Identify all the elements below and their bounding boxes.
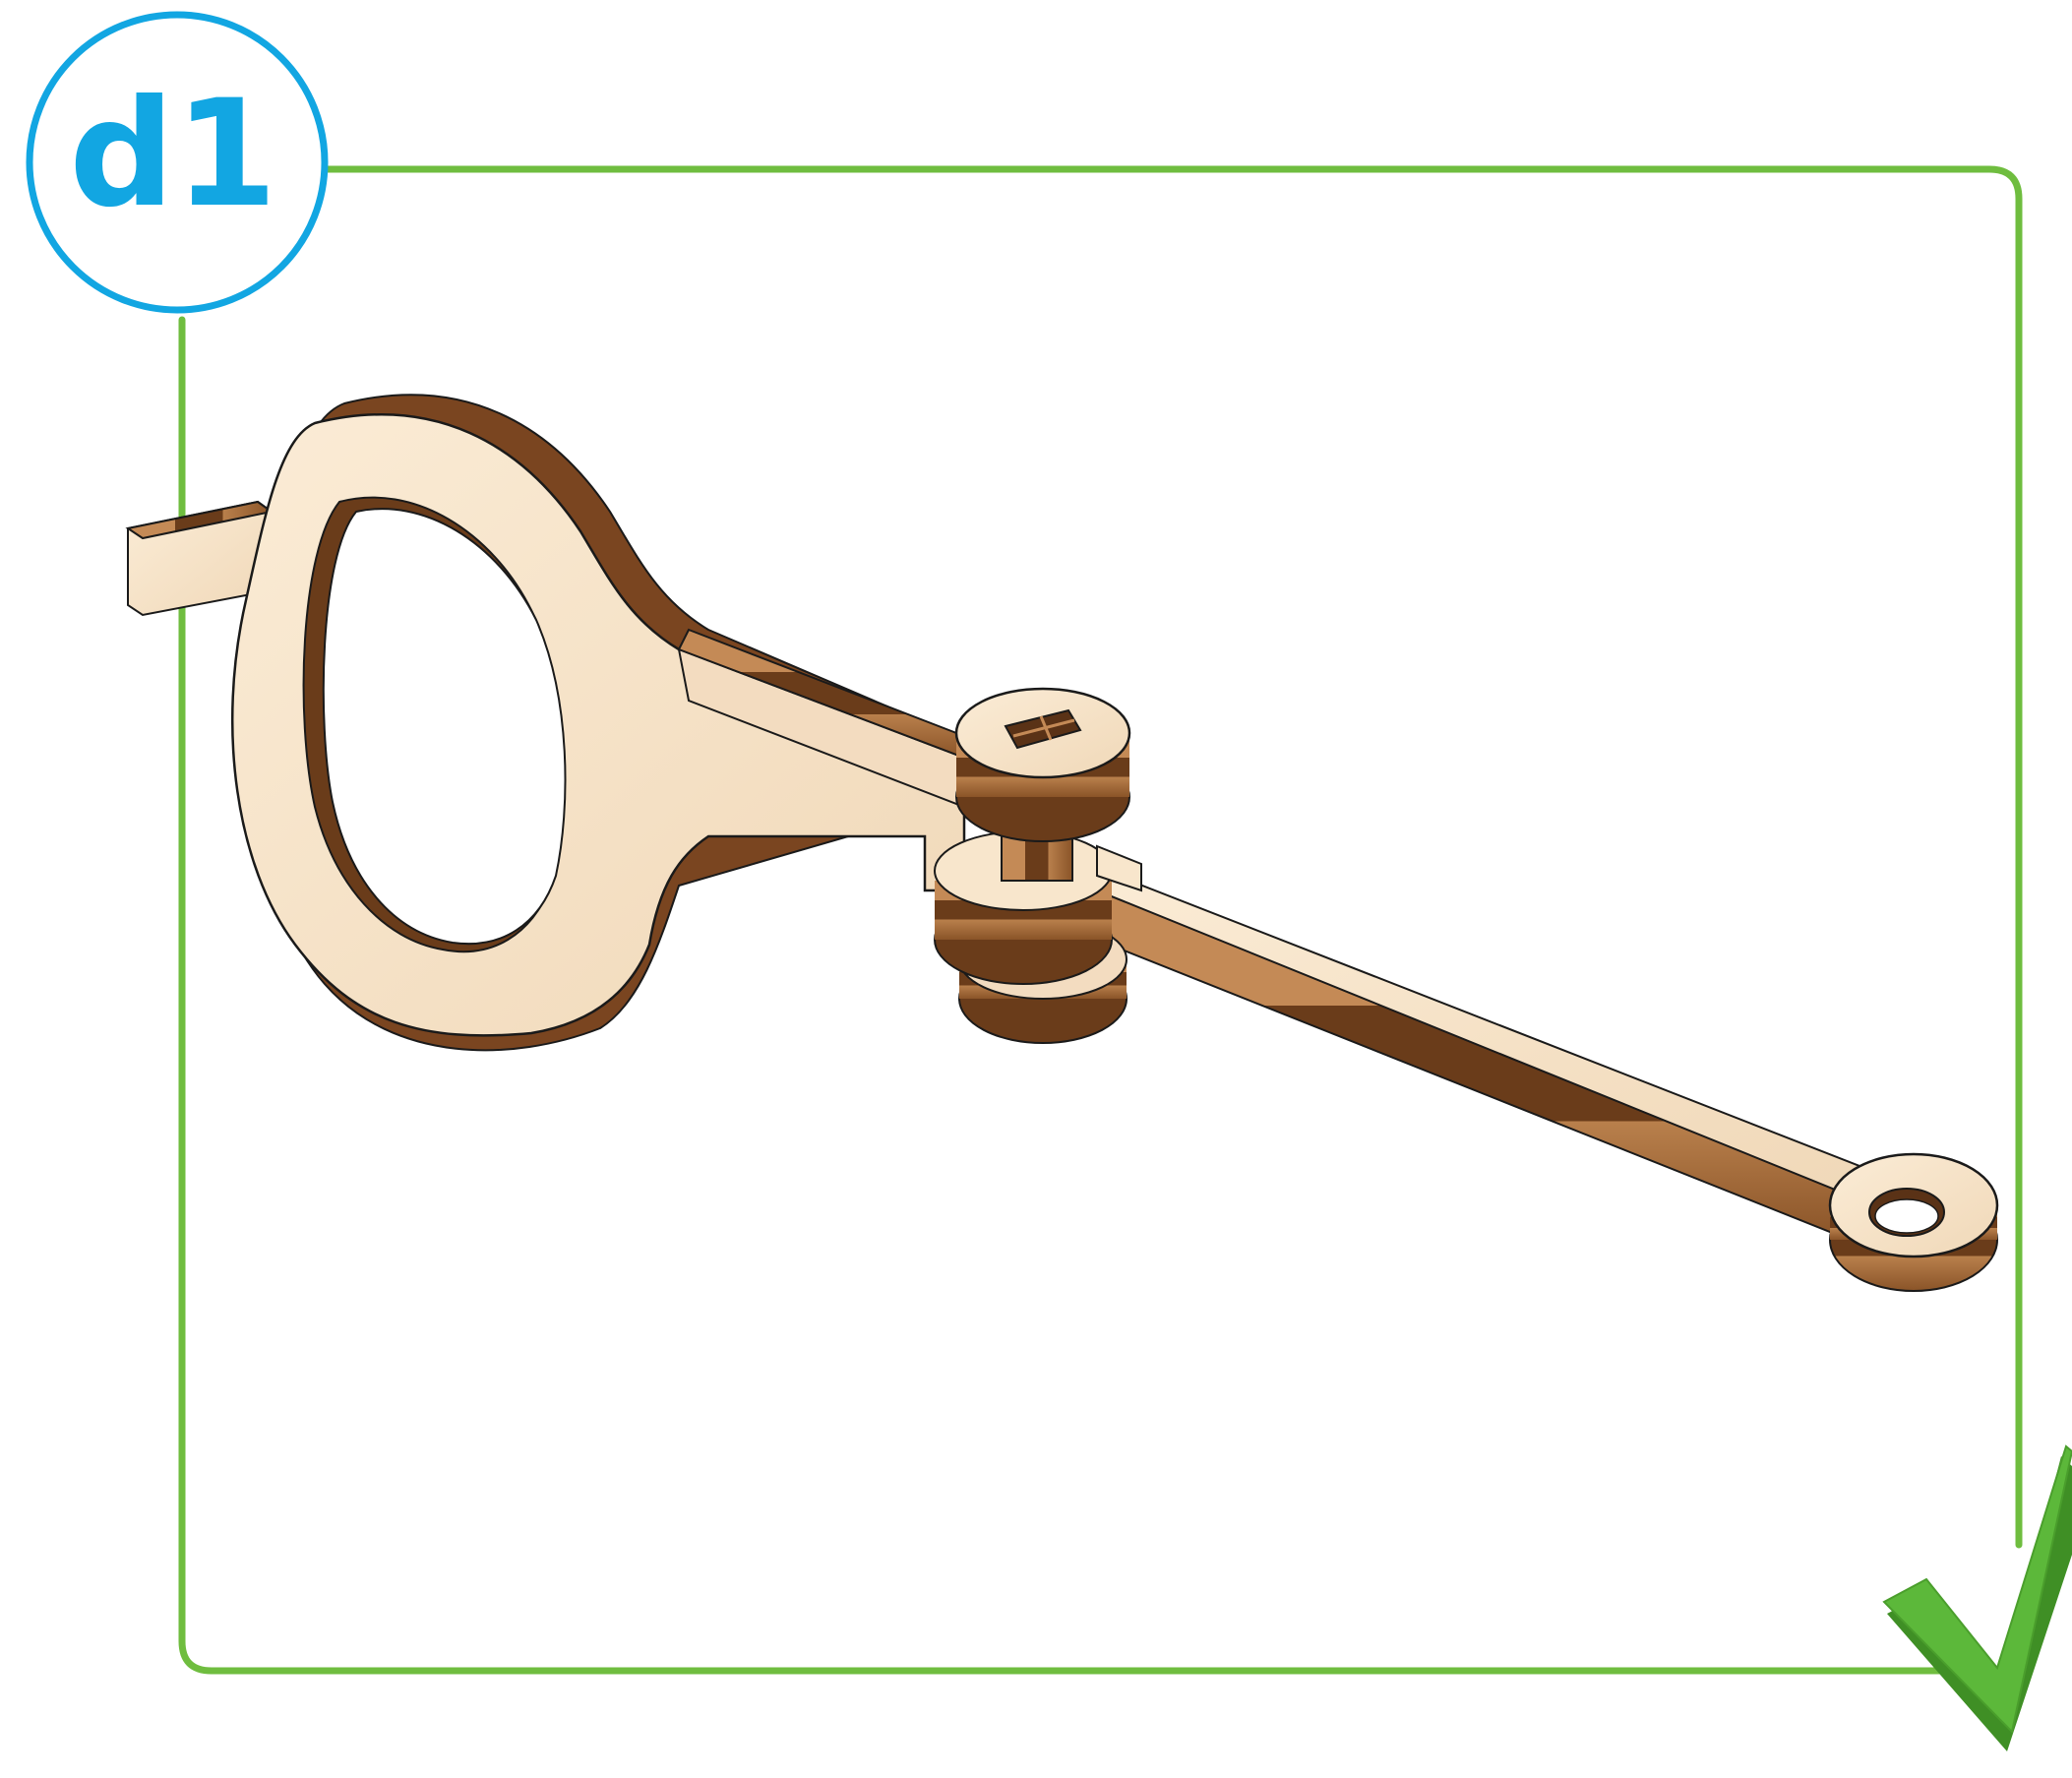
hinge-pin-stack: [935, 689, 1141, 1043]
step-label: d1: [26, 14, 321, 309]
long-arm-piece: [1092, 866, 1997, 1291]
loop-handle-piece: [128, 395, 984, 1050]
check-mark-icon: [1884, 1446, 2072, 1751]
